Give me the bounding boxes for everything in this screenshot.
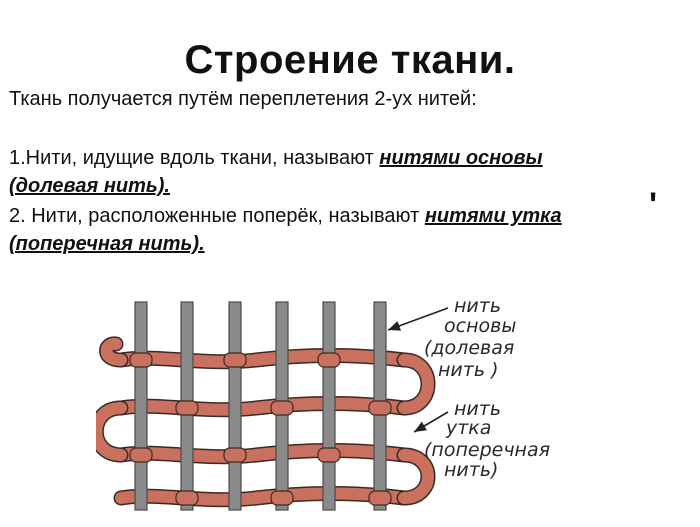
warp-thread	[228, 301, 242, 511]
term-weft: нитями утка	[424, 205, 562, 227]
weft-over-segment	[317, 352, 341, 368]
weft-loop	[398, 354, 434, 414]
weft-label-line-4: нить)	[444, 459, 498, 481]
weft-over-segment	[129, 352, 153, 368]
page-title: Строение ткани.	[184, 38, 516, 82]
warp-thread	[134, 301, 148, 511]
weft-over-segment	[129, 447, 153, 463]
weft-over-segment	[317, 447, 341, 463]
definition-weft-text: 2. Нити, расположенные поперёк, называют	[9, 205, 425, 227]
warp-label-line-4: нить )	[438, 359, 499, 381]
weave-illustration: нить основы (долевая нить ) нить утка (п…	[96, 295, 550, 511]
definition-weft: 2. Нити, расположенные поперёк, называют…	[9, 202, 699, 258]
weft-over-segment	[270, 490, 294, 506]
arrow-head	[414, 421, 427, 432]
warp-thread	[322, 301, 336, 511]
weft-thread	[115, 444, 410, 463]
weft-over-segment	[175, 400, 199, 416]
weft-label-line-3: (поперечная	[424, 439, 550, 461]
weft-thread	[115, 487, 410, 506]
warp-label-line-2: основы	[444, 315, 516, 337]
term-weft-note: (поперечная нить).	[9, 233, 205, 255]
weft-loop	[100, 337, 127, 366]
term-warp-note: (долевая нить).	[9, 175, 170, 197]
warp-label-line-3: (долевая	[424, 337, 514, 359]
weft-loop	[398, 449, 434, 504]
weft-thread	[115, 349, 410, 368]
weft-thread	[115, 397, 410, 416]
warp-label-line-1: нить	[454, 295, 501, 317]
weft-over-segment	[270, 400, 294, 416]
arrow-head	[388, 321, 401, 331]
weft-over-segment	[223, 447, 247, 463]
weft-label-line-2: утка	[445, 417, 491, 439]
weft-over-segment	[223, 352, 247, 368]
apostrophe-mark: '	[649, 186, 658, 224]
weft-over-segment	[175, 490, 199, 506]
term-warp: нитями основы	[379, 147, 543, 169]
weft-loop	[96, 402, 127, 461]
warp-label: нить основы (долевая нить )	[424, 295, 516, 381]
weft-label: нить утка (поперечная нить)	[424, 398, 550, 481]
intro-text: Ткань получается путём переплетения 2-ух…	[9, 88, 477, 110]
weft-label-line-1: нить	[454, 398, 501, 420]
weft-over-segment	[368, 490, 392, 506]
weft-over-segment	[368, 400, 392, 416]
label-arrows	[387, 307, 449, 433]
weft-threads-front	[129, 352, 392, 506]
definition-warp: 1.Нити, идущие вдоль ткани, называют нит…	[9, 144, 699, 200]
definition-warp-text: 1.Нити, идущие вдоль ткани, называют	[9, 147, 380, 169]
weft-threads-back	[96, 336, 436, 508]
